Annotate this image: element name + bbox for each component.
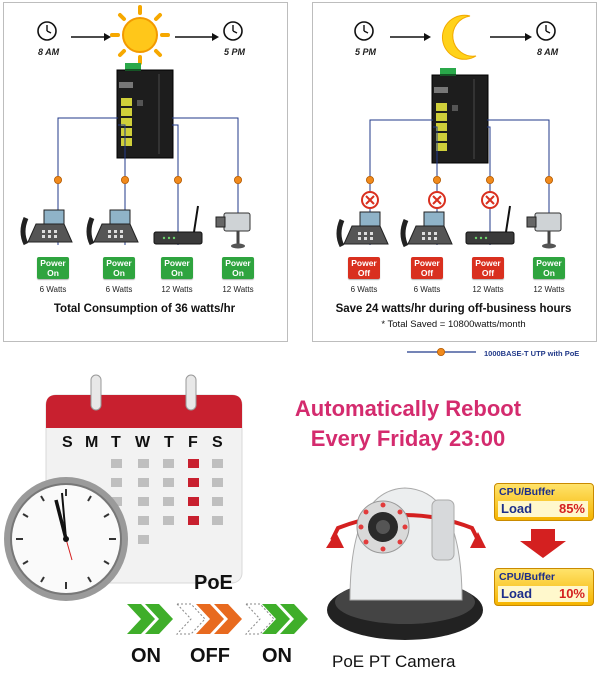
port-icon — [233, 175, 243, 185]
power-status-badge: Power On — [222, 257, 254, 279]
power-status-badge: Power On — [37, 257, 69, 279]
badge-line: Off — [481, 268, 495, 278]
load-percent: 85% — [558, 501, 585, 516]
state-on-label: ON — [131, 645, 161, 667]
port-icon — [365, 175, 375, 185]
poe-label: PoE — [194, 572, 233, 594]
watts-label: 12 Watts — [222, 285, 254, 294]
badge-line: Power — [351, 258, 377, 268]
watts-label: 6 Watts — [350, 285, 378, 294]
ip-phone-icon — [339, 212, 388, 246]
watts-label: 6 Watts — [39, 285, 67, 294]
cpu-load-after: CPU/Buffer Load 10% — [494, 568, 594, 606]
state-on-label: ON — [262, 645, 292, 667]
watts-label: 12 Watts — [161, 285, 193, 294]
weekday-label: T — [164, 434, 174, 451]
ip-camera-icon — [214, 211, 252, 250]
load-percent: 10% — [558, 586, 585, 601]
port-icon — [121, 175, 130, 185]
weekday-label: W — [135, 434, 151, 451]
moon-icon — [441, 14, 477, 60]
power-status-badge: Power On — [103, 257, 135, 279]
power-off-x-icon — [481, 191, 499, 209]
ip-phone-icon — [89, 210, 138, 244]
savings-caption: Save 24 watts/hr during off-business hou… — [335, 303, 572, 315]
badge-line: Off — [357, 268, 371, 278]
time-label: 8 AM — [537, 47, 559, 57]
power-off-x-icon — [361, 191, 379, 209]
clock-icon — [223, 21, 243, 41]
weekday-label: F — [188, 434, 198, 451]
badge-line: On — [47, 268, 59, 278]
cpu-title: CPU/Buffer — [499, 486, 556, 498]
legend-label: 1000BASE-T UTP with PoE — [484, 349, 580, 358]
savings-subcaption: * Total Saved = 10800watts/month — [381, 319, 526, 330]
load-label: Load — [501, 501, 533, 516]
weekday-label: S — [62, 434, 73, 451]
power-status-badge: Power On — [161, 257, 193, 279]
ip-camera-icon — [525, 211, 563, 250]
weekday-label: S — [212, 434, 223, 451]
watts-label: 6 Watts — [413, 285, 441, 294]
consumption-caption: Total Consumption of 36 watts/hr — [53, 303, 236, 315]
daytime-panel — [3, 2, 288, 342]
port-icon — [54, 175, 62, 185]
cpu-load-row: Load 85% — [498, 501, 588, 517]
time-label: 5 PM — [355, 47, 377, 57]
port-icon — [485, 175, 495, 185]
port-icon — [545, 175, 553, 185]
badge-line: Power — [40, 258, 66, 268]
sun-icon — [110, 5, 170, 65]
port-icon — [436, 347, 446, 357]
time-label: 5 PM — [224, 47, 246, 57]
watts-label: 12 Watts — [472, 285, 504, 294]
badge-line: Power — [106, 258, 132, 268]
weekday-label: T — [111, 434, 121, 451]
badge-line: Power — [475, 258, 501, 268]
pt-camera-icon — [326, 487, 486, 640]
power-status-badge: Power Off — [411, 257, 443, 279]
port-icon — [173, 175, 183, 185]
badge-line: Power — [164, 258, 190, 268]
time-label: 8 AM — [38, 47, 60, 57]
down-arrow-icon — [520, 529, 566, 558]
poe-switch — [431, 67, 489, 164]
power-status-badge: Power Off — [348, 257, 380, 279]
clock-icon — [354, 21, 374, 41]
ip-phone-icon — [403, 212, 452, 246]
weekday-label: M — [85, 434, 99, 451]
badge-line: On — [232, 268, 244, 278]
wall-clock-icon — [4, 477, 128, 601]
poe-state-arrows — [127, 603, 308, 635]
badge-line: Power — [536, 258, 562, 268]
power-off-x-icon — [428, 191, 446, 209]
port-icon — [432, 175, 442, 185]
badge-line: On — [543, 268, 555, 278]
watts-label: 6 Watts — [105, 285, 133, 294]
reboot-title-line1: Automatically Reboot — [294, 396, 522, 421]
cpu-load-before: CPU/Buffer Load 85% — [494, 483, 594, 521]
badge-line: On — [113, 268, 125, 278]
badge-line: On — [171, 268, 183, 278]
cpu-load-row: Load 10% — [498, 586, 588, 602]
badge-line: Off — [420, 268, 434, 278]
watts-label: 12 Watts — [533, 285, 565, 294]
power-status-badge: Power Off — [472, 257, 504, 279]
cpu-title: CPU/Buffer — [499, 571, 556, 583]
clock-icon — [37, 21, 57, 41]
load-label: Load — [501, 586, 533, 601]
power-status-badge: Power On — [533, 257, 565, 279]
badge-line: Power — [414, 258, 440, 268]
camera-label: PoE PT Camera — [332, 652, 456, 671]
ip-phone-icon — [23, 210, 72, 244]
clock-icon — [536, 21, 556, 41]
reboot-title-line2: Every Friday 23:00 — [310, 426, 506, 451]
state-off-label: OFF — [190, 645, 230, 667]
badge-line: Power — [225, 258, 251, 268]
